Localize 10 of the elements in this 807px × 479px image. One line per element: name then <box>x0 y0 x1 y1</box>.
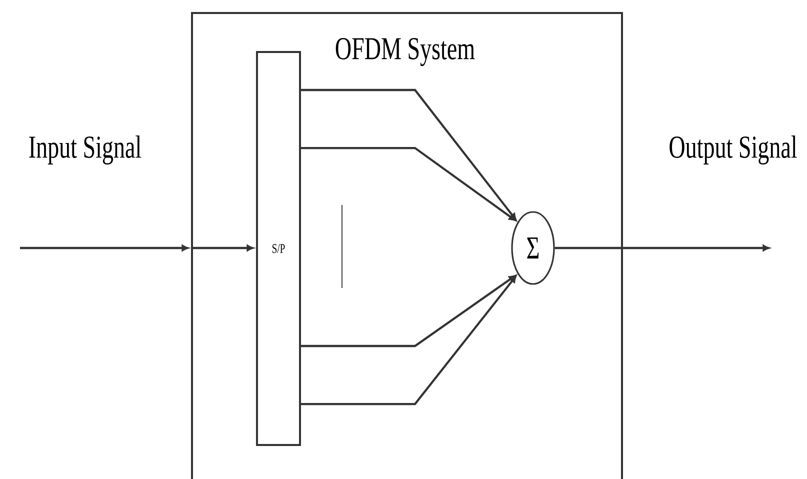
arrow <box>301 88 516 220</box>
signal-label: Output Signal <box>670 135 797 165</box>
arrow <box>301 275 516 348</box>
arrow <box>301 276 516 406</box>
signal-label: Input Signal <box>29 135 142 165</box>
arrow <box>623 244 770 252</box>
arrow <box>191 244 254 252</box>
arrow <box>301 146 516 221</box>
arrow <box>20 244 189 252</box>
converter-box: S/P <box>256 51 301 446</box>
